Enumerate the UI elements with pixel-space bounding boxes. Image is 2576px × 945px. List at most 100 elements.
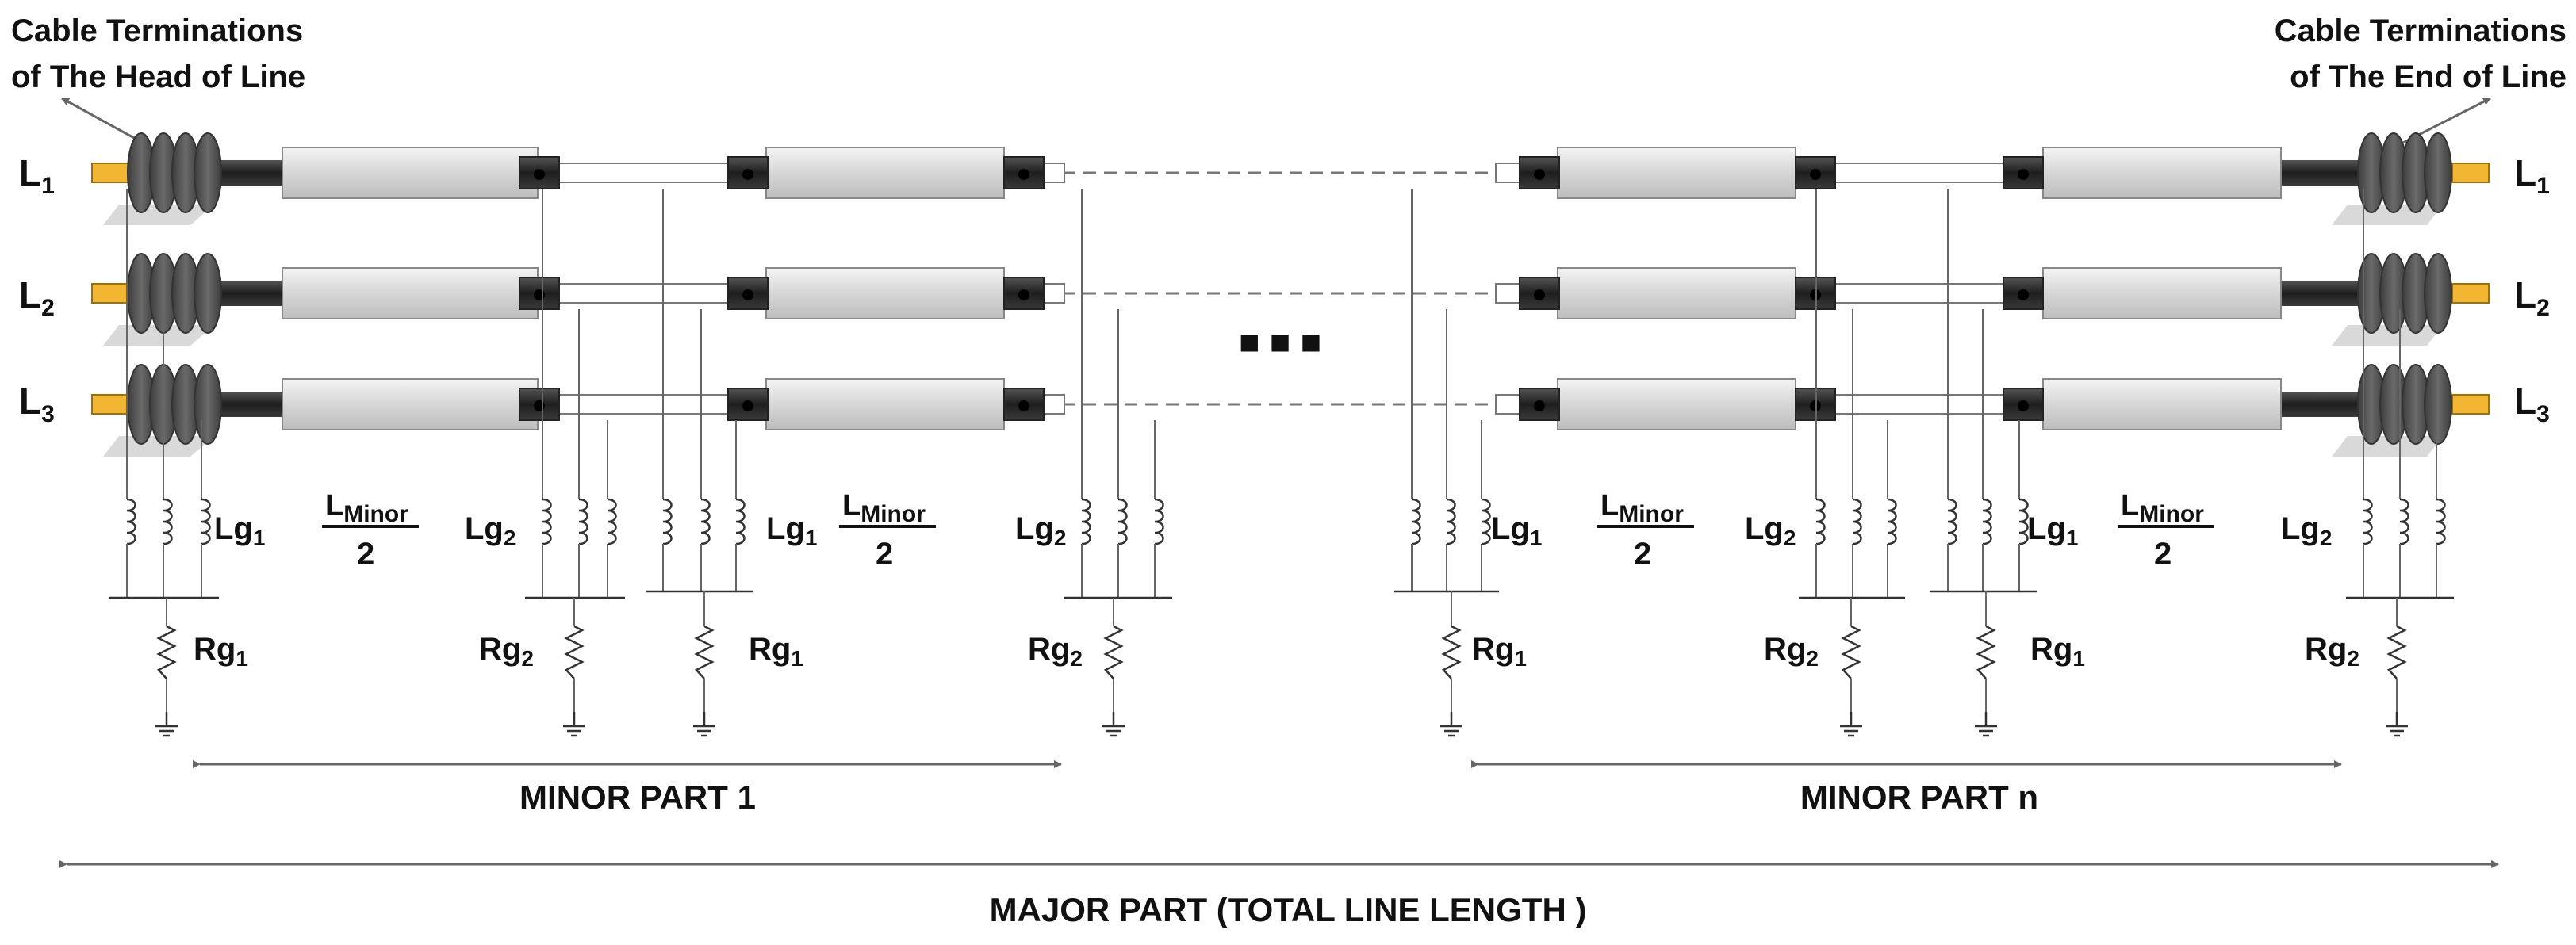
joint-dot-row-1-4 bbox=[1534, 169, 1545, 180]
joint-dot-row-3-3 bbox=[1018, 400, 1029, 411]
lg2-label-c: Lg2 bbox=[1745, 511, 1796, 550]
svg-text:2: 2 bbox=[1634, 537, 1651, 572]
head-termination-line2: of The Head of Line bbox=[11, 59, 305, 94]
joint-dot-row-2-2 bbox=[742, 289, 753, 300]
joint-dot-row-2-4 bbox=[1534, 289, 1545, 300]
ground-group-c-coil-2 bbox=[700, 498, 711, 545]
ground-group-a-coil-2 bbox=[163, 498, 173, 545]
conductor-tip-left-row-2 bbox=[91, 283, 129, 304]
ground-group-h-resistor bbox=[2386, 625, 2407, 679]
ground-group-g-coil-3 bbox=[2018, 498, 2029, 545]
ground-group-a-coil-3 bbox=[201, 498, 211, 545]
joint-dot-row-2-6 bbox=[2018, 289, 2029, 300]
ground-group-d-coil-3 bbox=[1154, 498, 1164, 545]
cable-drawing bbox=[91, 132, 2490, 737]
cable-sheath-row-1-3 bbox=[1557, 147, 1796, 199]
rg2-label-b: Rg2 bbox=[1028, 632, 1083, 671]
svg-text:2: 2 bbox=[876, 537, 893, 572]
cable-sheath-row-1-1 bbox=[282, 147, 539, 199]
joint-dot-row-1-2 bbox=[742, 169, 753, 180]
ground-group-e-resistor bbox=[1441, 625, 1462, 679]
ground-group-c-coil-3 bbox=[735, 498, 746, 545]
ground-group-h-coil-2 bbox=[2399, 498, 2409, 545]
phase-label-left-3: L3 bbox=[19, 381, 55, 427]
rg2-label-c: Rg2 bbox=[1764, 632, 1819, 671]
svg-text:2: 2 bbox=[357, 537, 374, 572]
lg1-label-c: Lg1 bbox=[1491, 511, 1542, 550]
phase-label-right-1: L1 bbox=[2514, 152, 2550, 199]
lg1-label-b: Lg1 bbox=[766, 511, 817, 550]
cable-sheath-row-3-2 bbox=[765, 378, 1005, 430]
svg-text:LMinor: LMinor bbox=[842, 489, 926, 527]
ground-group-c-resistor bbox=[694, 625, 715, 679]
lg1-label-a: Lg1 bbox=[214, 511, 265, 550]
end-termination-line1: Cable Terminations bbox=[2275, 13, 2566, 48]
svg-text:LMinor: LMinor bbox=[325, 489, 408, 527]
joint-dot-row-1-1 bbox=[534, 169, 545, 180]
svg-text:2: 2 bbox=[2154, 537, 2172, 572]
ground-group-b-coil-2 bbox=[578, 498, 588, 545]
connector-row-2-2 bbox=[1831, 283, 2007, 304]
cable-sheath-row-2-4 bbox=[2042, 267, 2282, 319]
ground-group-f-coil-2 bbox=[1852, 498, 1862, 545]
joint-dot-row-3-2 bbox=[742, 400, 753, 411]
joint-dot-row-3-4 bbox=[1534, 400, 1545, 411]
ground-group-g-resistor bbox=[1976, 625, 1996, 679]
conductor-tip-left-row-1 bbox=[91, 163, 129, 183]
ground-group-g-coil-2 bbox=[1982, 498, 1992, 545]
ground-group-e-coil-2 bbox=[1446, 498, 1456, 545]
minor-part-1-label: MINOR PART 1 bbox=[519, 779, 756, 816]
head-termination-line1: Cable Terminations bbox=[11, 13, 303, 48]
ground-group-b-coil-1 bbox=[542, 498, 552, 545]
connector-row-1-0 bbox=[554, 163, 730, 183]
rg2-label-a: Rg2 bbox=[479, 632, 534, 671]
svg-text:LMinor: LMinor bbox=[1600, 489, 1684, 527]
rg1-label-c: Rg1 bbox=[1472, 632, 1527, 671]
ground-group-h-coil-3 bbox=[2436, 498, 2446, 545]
ground-group-d-resistor bbox=[1103, 625, 1124, 679]
conductor-tip-left-row-3 bbox=[91, 394, 129, 415]
phase-label-left-2: L2 bbox=[19, 274, 55, 321]
end-termination-line2: of The End of Line bbox=[2290, 59, 2566, 94]
insulator-disc-left-row-1-4 bbox=[194, 132, 222, 213]
connector-row-1-2 bbox=[1831, 163, 2007, 183]
conductor-tip-right-row-2 bbox=[2451, 283, 2490, 304]
insulator-disc-right-row-3-4 bbox=[2424, 364, 2452, 445]
fraction-label-4: LMinor 2 bbox=[2118, 489, 2214, 572]
joint-dot-row-1-6 bbox=[2018, 169, 2029, 180]
insulator-disc-right-row-1-4 bbox=[2424, 132, 2452, 213]
minor-part-n-label: MINOR PART n bbox=[1800, 779, 2038, 816]
cable-sheath-row-2-3 bbox=[1557, 267, 1796, 319]
head-termination-label: Cable Terminations of The Head of Line bbox=[11, 13, 305, 94]
rg1-label-d: Rg1 bbox=[2030, 632, 2085, 671]
connector-row-3-0 bbox=[554, 394, 730, 415]
ground-group-d-coil-2 bbox=[1117, 498, 1128, 545]
connector-row-2-0 bbox=[554, 283, 730, 304]
joint-dot-row-3-6 bbox=[2018, 400, 2029, 411]
ground-group-f-coil-3 bbox=[1887, 498, 1897, 545]
fraction-label-1: LMinor 2 bbox=[322, 489, 419, 572]
cable-sheath-row-2-1 bbox=[282, 267, 539, 319]
phase-label-right-3: L3 bbox=[2514, 381, 2550, 427]
fraction-label-2: LMinor 2 bbox=[839, 489, 936, 572]
lg2-label-b: Lg2 bbox=[1015, 511, 1066, 550]
insulator-disc-right-row-2-4 bbox=[2424, 253, 2452, 334]
cable-sheath-row-3-4 bbox=[2042, 378, 2282, 430]
head-termination-pointer-arrow bbox=[61, 97, 144, 144]
phase-label-right-2: L2 bbox=[2514, 274, 2550, 321]
conductor-tip-right-row-3 bbox=[2451, 394, 2490, 415]
phase-label-left-1: L1 bbox=[19, 152, 55, 199]
ground-group-f-resistor bbox=[1841, 625, 1861, 679]
major-part-label: MAJOR PART (TOTAL LINE LENGTH ) bbox=[990, 891, 1587, 928]
joint-dot-row-2-3 bbox=[1018, 289, 1029, 300]
end-termination-label: Cable Terminations of The End of Line bbox=[2275, 13, 2566, 94]
rg2-label-d: Rg2 bbox=[2305, 632, 2359, 671]
cable-sheath-row-1-2 bbox=[765, 147, 1005, 199]
insulator-disc-left-row-2-4 bbox=[194, 253, 222, 334]
rg1-label-a: Rg1 bbox=[194, 632, 248, 671]
ground-group-f-coil-1 bbox=[1815, 498, 1826, 545]
rg1-label-b: Rg1 bbox=[749, 632, 803, 671]
conductor-tip-right-row-1 bbox=[2451, 163, 2490, 183]
lg1-label-d: Lg1 bbox=[2027, 511, 2078, 550]
